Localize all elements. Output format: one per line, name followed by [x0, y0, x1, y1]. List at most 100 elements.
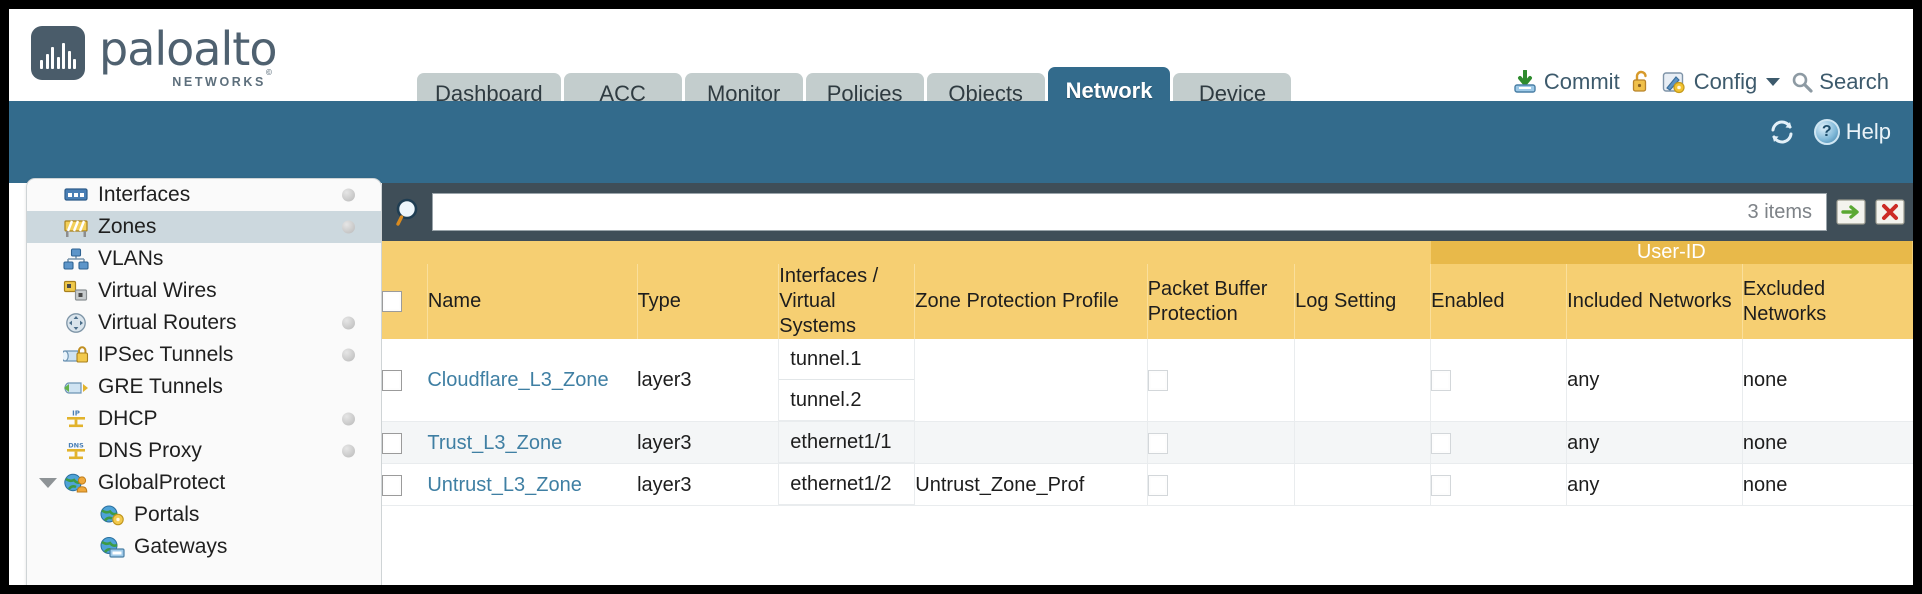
- table-row[interactable]: Trust_L3_Zone layer3 ethernet1/1: [382, 421, 1913, 464]
- vlans-icon: [63, 248, 89, 270]
- column-header-log-setting[interactable]: Log Setting: [1294, 264, 1432, 339]
- brand-name: paloalto: [99, 22, 277, 76]
- window-frame-left: [0, 0, 9, 594]
- window-frame-top: [0, 0, 1922, 9]
- table-column-header-row: Name Type Interfaces / Virtual Systems Z…: [382, 264, 1913, 339]
- cell-log-setting: [1294, 339, 1431, 422]
- column-header-name[interactable]: Name: [427, 264, 638, 339]
- sidebar-label: IPSec Tunnels: [98, 343, 234, 366]
- sidebar-item-globalprotect[interactable]: GlobalProtect: [27, 467, 381, 499]
- virtual-routers-icon: [63, 312, 89, 334]
- table-row[interactable]: Cloudflare_L3_Zone layer3 tunnel.1 tunne…: [382, 339, 1913, 422]
- sidebar-label: Zones: [98, 215, 157, 238]
- zone-name-link[interactable]: Cloudflare_L3_Zone: [427, 369, 609, 391]
- row-checkbox[interactable]: [382, 432, 402, 454]
- commit-button[interactable]: Commit: [1512, 69, 1620, 95]
- sidebar-label: DHCP: [98, 407, 158, 430]
- caret-down-icon[interactable]: [39, 478, 57, 488]
- sidebar-label: Virtual Wires: [98, 279, 217, 302]
- sidebar-label: GRE Tunnels: [98, 375, 223, 398]
- interface-entry: tunnel.1: [779, 339, 915, 380]
- search-field-wrapper[interactable]: 3 items: [432, 193, 1827, 231]
- column-header-packet-buffer-protection[interactable]: Packet Buffer Protection: [1147, 264, 1296, 339]
- sidebar-item-interfaces[interactable]: Interfaces: [27, 179, 381, 211]
- sidebar-item-ipsec-tunnels[interactable]: IPSec Tunnels: [27, 339, 381, 371]
- packet-buffer-protection-checkbox[interactable]: [1147, 370, 1168, 392]
- sidebar-item-gateways[interactable]: Gateways: [27, 531, 381, 563]
- magnifier-icon[interactable]: [394, 196, 426, 228]
- zones-table: User-ID Name Type Interfaces / Virtual S…: [382, 241, 1913, 506]
- cell-packet-buffer-protection: [1146, 339, 1295, 422]
- userid-enabled-checkbox[interactable]: [1431, 432, 1452, 454]
- sidebar-indicator-dot: [342, 348, 355, 362]
- search-button[interactable]: Search: [1791, 69, 1889, 95]
- dns-proxy-icon: DNS: [63, 440, 89, 462]
- window-frame-bottom: [0, 585, 1922, 594]
- cell-zone-protection-profile: Untrust_Zone_Prof: [914, 463, 1148, 506]
- help-label: Help: [1845, 119, 1891, 144]
- sidebar-item-virtual-routers[interactable]: Virtual Routers: [27, 307, 381, 339]
- packet-buffer-protection-checkbox[interactable]: [1147, 432, 1168, 454]
- sidebar-item-virtual-wires[interactable]: Virtual Wires: [27, 275, 381, 307]
- cell-zone-interfaces: ethernet1/1: [778, 421, 915, 464]
- sidebar-item-dhcp[interactable]: IP DHCP: [27, 403, 381, 435]
- refresh-icon[interactable]: [1768, 119, 1796, 145]
- sidebar-indicator-dot: [342, 316, 355, 330]
- cell-zone-protection-profile: [914, 421, 1148, 464]
- interfaces-icon: [63, 184, 89, 206]
- interface-entry: ethernet1/1: [779, 422, 915, 463]
- sidebar-item-dns-proxy[interactable]: DNS DNS Proxy: [27, 435, 381, 467]
- commit-label: Commit: [1543, 69, 1620, 94]
- sidebar-item-portals[interactable]: Portals: [27, 499, 381, 531]
- sidebar-indicator-dot: [342, 220, 355, 234]
- cell-log-setting: [1294, 463, 1431, 506]
- items-count-label: 3 items: [1747, 200, 1812, 223]
- row-checkbox[interactable]: [382, 370, 402, 392]
- cell-log-setting: [1294, 421, 1431, 464]
- table-group-header-row: User-ID: [382, 241, 1913, 264]
- globalprotect-icon: [63, 472, 89, 494]
- search-input[interactable]: [443, 200, 1748, 224]
- table-row[interactable]: Untrust_L3_Zone layer3 ethernet1/2 Untru…: [382, 463, 1913, 506]
- column-header-interfaces[interactable]: Interfaces / Virtual Systems: [778, 264, 916, 339]
- help-icon: ?: [1813, 119, 1840, 145]
- masthead: paloalto NETWORKS© Dashboard ACC Monitor…: [9, 9, 1913, 115]
- column-header-zone-protection-profile[interactable]: Zone Protection Profile: [914, 264, 1148, 339]
- sidebar-label: VLANs: [98, 247, 164, 270]
- window-frame-right: [1913, 0, 1922, 594]
- header-actions: Commit Config: [1512, 69, 1889, 95]
- help-button[interactable]: ? Help: [1813, 119, 1891, 145]
- clear-filter-button[interactable]: [1875, 197, 1905, 227]
- column-header-excluded-networks[interactable]: Excluded Networks: [1742, 264, 1913, 339]
- sidebar-label: DNS Proxy: [98, 439, 202, 462]
- cell-included-networks: any: [1566, 339, 1743, 422]
- sidebar-item-vlans[interactable]: VLANs: [27, 243, 381, 275]
- sidebar-indicator-dot: [342, 412, 355, 426]
- cell-excluded-networks: none: [1741, 421, 1913, 464]
- apply-filter-button[interactable]: [1836, 197, 1866, 227]
- cell-zone-type: layer3: [637, 421, 779, 464]
- sidebar-label: Gateways: [134, 535, 228, 558]
- zone-name-link[interactable]: Untrust_L3_Zone: [427, 473, 582, 496]
- select-all-checkbox[interactable]: [382, 291, 402, 313]
- zone-name-link[interactable]: Trust_L3_Zone: [427, 431, 563, 454]
- svg-text:IP: IP: [72, 410, 80, 418]
- unlocked-padlock-icon[interactable]: [1631, 70, 1651, 94]
- sidebar-item-gre-tunnels[interactable]: GRE Tunnels: [27, 371, 381, 403]
- packet-buffer-protection-checkbox[interactable]: [1147, 474, 1168, 496]
- sidebar-item-zones[interactable]: Zones: [27, 211, 381, 243]
- column-header-included-networks[interactable]: Included Networks: [1566, 264, 1743, 339]
- row-select-cell: [382, 463, 428, 506]
- interface-entry: ethernet1/2: [779, 464, 915, 505]
- column-header-userid-enabled[interactable]: Enabled: [1430, 264, 1568, 339]
- zones-table-wrapper[interactable]: User-ID Name Type Interfaces / Virtual S…: [382, 241, 1913, 585]
- config-menu[interactable]: Config: [1662, 69, 1781, 95]
- row-checkbox[interactable]: [382, 474, 402, 496]
- sub-header-band: ? Help: [9, 101, 1913, 183]
- userid-enabled-checkbox[interactable]: [1431, 370, 1452, 392]
- userid-enabled-checkbox[interactable]: [1431, 474, 1452, 496]
- config-label: Config: [1693, 69, 1758, 94]
- column-header-type[interactable]: Type: [637, 264, 780, 339]
- cell-zone-name: Cloudflare_L3_Zone: [427, 339, 638, 422]
